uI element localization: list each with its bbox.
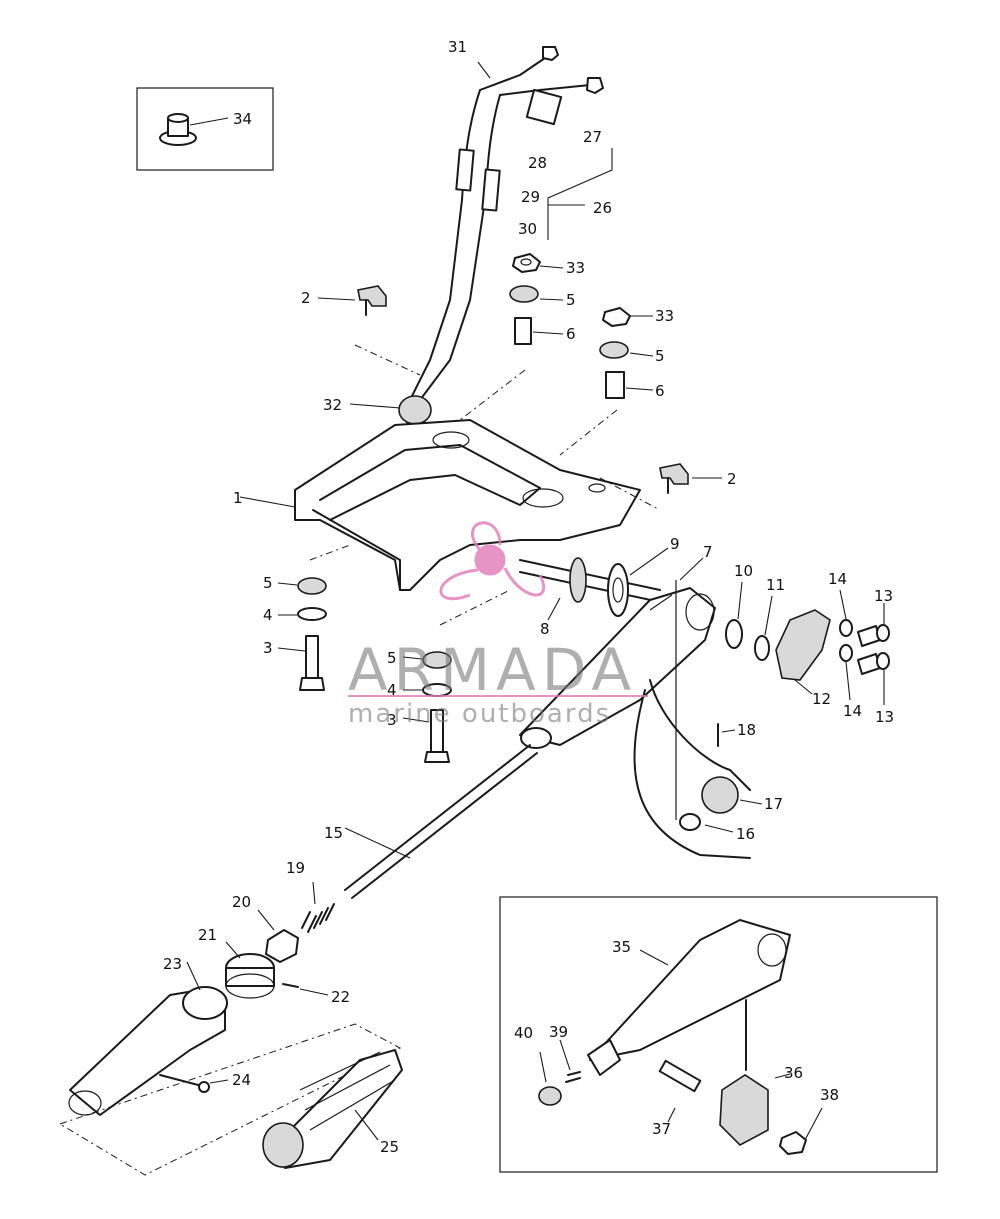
callout-34: 34 [233, 110, 252, 128]
callout-25: 25 [380, 1138, 399, 1156]
callout-14a: 14 [828, 570, 847, 588]
callout-21: 21 [198, 926, 217, 944]
part-2-right [659, 463, 722, 494]
callout-15: 15 [324, 824, 343, 842]
lower-fasteners-left [277, 577, 327, 691]
callout-19: 19 [286, 859, 305, 877]
callout-30: 30 [518, 220, 537, 238]
callout-12: 12 [812, 690, 831, 708]
callout-22: 22 [331, 988, 350, 1006]
callout-5b: 5 [655, 347, 665, 365]
callout-13a: 13 [874, 587, 893, 605]
tiller-arm-7 [519, 557, 716, 749]
callout-29: 29 [521, 188, 540, 206]
shaft-15 [344, 744, 538, 899]
kill-switch-cables [633, 580, 763, 859]
callout-10: 10 [734, 562, 753, 580]
callout-6b: 6 [655, 382, 665, 400]
watermark-brand: ARMADA [348, 636, 637, 704]
callout-32: 32 [323, 396, 342, 414]
callout-3b: 3 [387, 711, 397, 729]
right-side-hardware [725, 581, 890, 705]
grip-hardware [225, 881, 335, 999]
throttle-shift-cables [406, 46, 604, 541]
watermark-tagline: marine outboards [348, 699, 611, 729]
callout-23: 23 [163, 955, 182, 973]
callout-5d: 5 [387, 649, 397, 667]
throttle-grip-23 [68, 961, 229, 1116]
callout-28: 28 [528, 154, 547, 172]
callout-31: 31 [448, 38, 467, 56]
callout-labels: 34 31 27 28 29 26 30 33 5 6 33 5 6 2 32 … [163, 38, 894, 1156]
lower-fasteners-center [402, 651, 452, 763]
callout-5c: 5 [263, 574, 273, 592]
callout-37: 37 [652, 1120, 671, 1138]
grommet-32 [398, 395, 432, 425]
callout-6a: 6 [566, 325, 576, 343]
callout-18: 18 [737, 721, 756, 739]
inset-box-tiller-variant [499, 896, 938, 1173]
callout-24: 24 [232, 1071, 251, 1089]
callout-7: 7 [703, 543, 713, 561]
callout-20: 20 [232, 893, 251, 911]
propeller-logo [439, 521, 546, 601]
callout-4b: 4 [387, 681, 397, 699]
callout-13b: 13 [875, 708, 894, 726]
callout-40: 40 [514, 1024, 533, 1042]
callout-27: 27 [583, 128, 602, 146]
callout-33b: 33 [655, 307, 674, 325]
armada-watermark: ARMADA marine outboards [348, 521, 648, 729]
callout-1: 1 [233, 489, 243, 507]
inset-box-part-34 [136, 87, 274, 171]
callout-14b: 14 [843, 702, 862, 720]
callout-8: 8 [540, 620, 550, 638]
callout-5a: 5 [566, 291, 576, 309]
callout-16: 16 [736, 825, 755, 843]
callout-3a: 3 [263, 639, 273, 657]
callout-39: 39 [549, 1023, 568, 1041]
part-2-upper [317, 285, 387, 316]
callout-33a: 33 [566, 259, 585, 277]
callout-17: 17 [764, 795, 783, 813]
callout-36: 36 [784, 1064, 803, 1082]
upper-fasteners [509, 253, 654, 399]
callout-35: 35 [612, 938, 631, 956]
callout-4a: 4 [263, 606, 273, 624]
callout-26: 26 [593, 199, 612, 217]
callout-2b: 2 [727, 470, 737, 488]
callout-38: 38 [820, 1086, 839, 1104]
rubber-grip-25 [58, 1023, 403, 1176]
steering-bracket-frame [239, 419, 641, 591]
spacer-8-washer-9 [519, 547, 669, 621]
callout-2a: 2 [301, 289, 311, 307]
leader-26 [547, 148, 613, 240]
callout-9: 9 [670, 535, 680, 553]
callout-11: 11 [766, 576, 785, 594]
